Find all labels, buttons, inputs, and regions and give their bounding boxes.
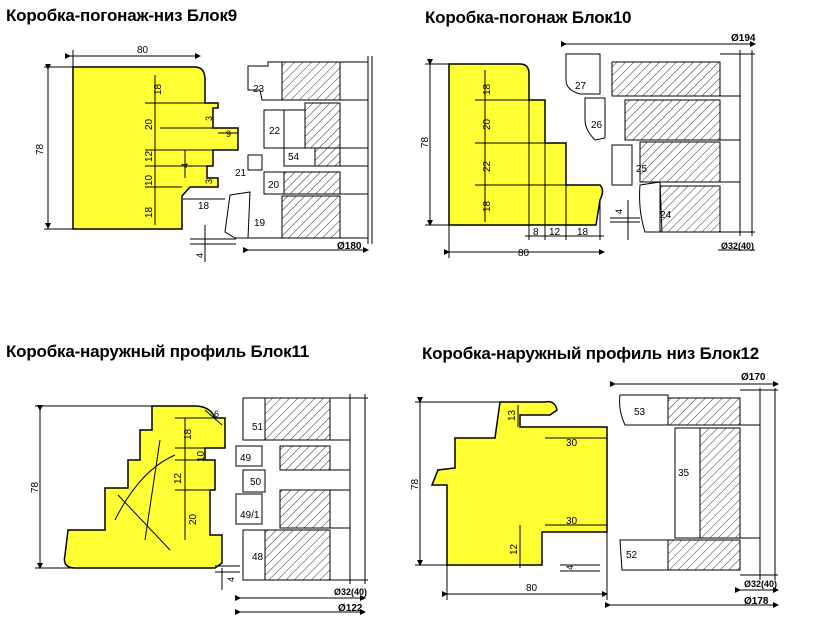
- block11-knife-label-4: 48: [252, 552, 264, 563]
- block11-knife-49: [235, 445, 263, 467]
- block9-knife-label-4: 20: [268, 180, 280, 191]
- block10-title: Коробка-погонаж Блок10: [425, 8, 632, 27]
- block9-step-e: 18: [144, 206, 155, 218]
- block9-small-b: 9: [226, 129, 231, 139]
- block11-v2: 10: [196, 450, 207, 462]
- block10-v1: 18: [482, 83, 493, 95]
- block9-step-d: 10: [144, 174, 155, 186]
- block10-knife-24: [639, 181, 663, 233]
- block10-height: 78: [420, 136, 431, 148]
- block12-knife-label-0: 53: [634, 407, 646, 418]
- block11-knife-50: [242, 469, 266, 493]
- block12-h2: 30: [566, 516, 578, 527]
- block11-v1: 18: [183, 428, 194, 440]
- block9-height: 78: [35, 143, 46, 155]
- block9-small-d: 3: [204, 179, 214, 184]
- block10-h2: 12: [549, 227, 561, 238]
- block12-knife-53: [619, 394, 669, 426]
- block11-labels: 78 18 10 12 20 6 4 Ø32(40) Ø122 51 49 50…: [30, 409, 367, 614]
- block10-knife-27: [565, 53, 601, 95]
- block10-knife-label-2: 25: [636, 164, 648, 175]
- block10-drawing: [425, 41, 756, 258]
- block9-diameter: Ø180: [337, 241, 362, 252]
- block11-knife-51: [242, 397, 266, 441]
- block11-offset: 4: [226, 577, 236, 582]
- block9-knife-label-2: 54: [288, 152, 300, 163]
- block9-knife-21: [247, 154, 263, 171]
- block10-diameter-top: Ø194: [731, 33, 756, 44]
- block11-title: Коробка-наружный профиль Блок11: [6, 342, 310, 361]
- block12-v1: 13: [507, 409, 518, 421]
- block9-step-a: 18: [153, 83, 164, 95]
- block9-offset: 4: [195, 253, 205, 258]
- block10-v4: 18: [482, 200, 493, 212]
- block10-knife-label-1: 26: [591, 120, 603, 131]
- block12-labels: 80 78 13 30 30 12 4 Ø170 Ø32(40) Ø178 53…: [410, 372, 777, 607]
- block12-knife-label-2: 52: [626, 550, 638, 561]
- block9-knife-label-5: 19: [254, 218, 266, 229]
- block10-knife-26: [584, 97, 606, 141]
- block12-offset: 4: [565, 565, 575, 570]
- block10-v3: 22: [482, 160, 493, 172]
- block12-h1: 30: [566, 438, 578, 449]
- block10-knife-25: [611, 144, 633, 186]
- block12-v2: 12: [509, 543, 520, 555]
- block9-knife-label-0: 23: [253, 84, 265, 95]
- block12-drawing: [415, 381, 779, 608]
- block11-profile: [63, 405, 226, 569]
- block11-knife-label-2: 50: [250, 477, 262, 488]
- block9-width: 80: [137, 45, 149, 56]
- block10-h3: 18: [577, 227, 589, 238]
- block9-title: Коробка-погонаж-низ Блок9: [6, 6, 238, 25]
- block10-labels: 80 78 18 20 22 18 8 12 18 4 Ø194 Ø32(40)…: [420, 33, 756, 259]
- block11-height: 78: [30, 481, 41, 493]
- block10-v2: 20: [482, 118, 493, 130]
- block11-knife-49-1: [235, 493, 263, 525]
- block10-knife-label-0: 27: [575, 81, 587, 92]
- block10-width: 80: [518, 248, 530, 259]
- block9-drawing: [44, 50, 373, 262]
- block9-knife-label-3: 21: [235, 168, 247, 179]
- block11-knife-label-1: 49: [240, 453, 252, 464]
- block11-diameter-b: Ø122: [338, 603, 363, 614]
- block9-step-b: 20: [144, 118, 155, 130]
- block11-knife-label-3: 49/1: [240, 510, 260, 521]
- block10-h1: 8: [533, 227, 539, 238]
- block11-diameter-a: Ø32(40): [334, 587, 367, 597]
- block10-knife-label-3: 24: [660, 210, 672, 221]
- block12-knife-label-1: 35: [678, 468, 690, 479]
- block9-knife-label-1: 22: [269, 126, 281, 137]
- block12-height: 78: [410, 478, 421, 490]
- block12-diameter-b: Ø178: [744, 596, 769, 607]
- block12-knife-35: [674, 427, 701, 539]
- block11-v4: 20: [188, 513, 199, 525]
- block9-small-a: 4: [180, 163, 190, 168]
- block12-profile: [430, 400, 608, 566]
- block11-drawing: [35, 394, 368, 615]
- block10-diameter-bottom: Ø32(40): [721, 241, 754, 251]
- block12-diameter-a: Ø32(40): [744, 579, 777, 589]
- block9-bottom-step: 18: [198, 201, 210, 212]
- block9-small-c: 3: [204, 116, 214, 121]
- block9-labels: 80 78 18 20 12 10 18 4 9 3 3 18 4 Ø180 2…: [35, 45, 362, 258]
- block12-diameter-top: Ø170: [741, 372, 766, 383]
- block9-knife-19: [224, 191, 251, 239]
- block11-v3: 12: [173, 472, 184, 484]
- block11-knife-label-0: 51: [252, 422, 264, 433]
- block12-width: 80: [526, 583, 538, 594]
- block12-title: Коробка-наружный профиль низ Блок12: [422, 344, 760, 363]
- block10-offset: 4: [614, 209, 624, 214]
- block9-step-c: 12: [144, 150, 155, 162]
- block11-small: 6: [214, 409, 219, 419]
